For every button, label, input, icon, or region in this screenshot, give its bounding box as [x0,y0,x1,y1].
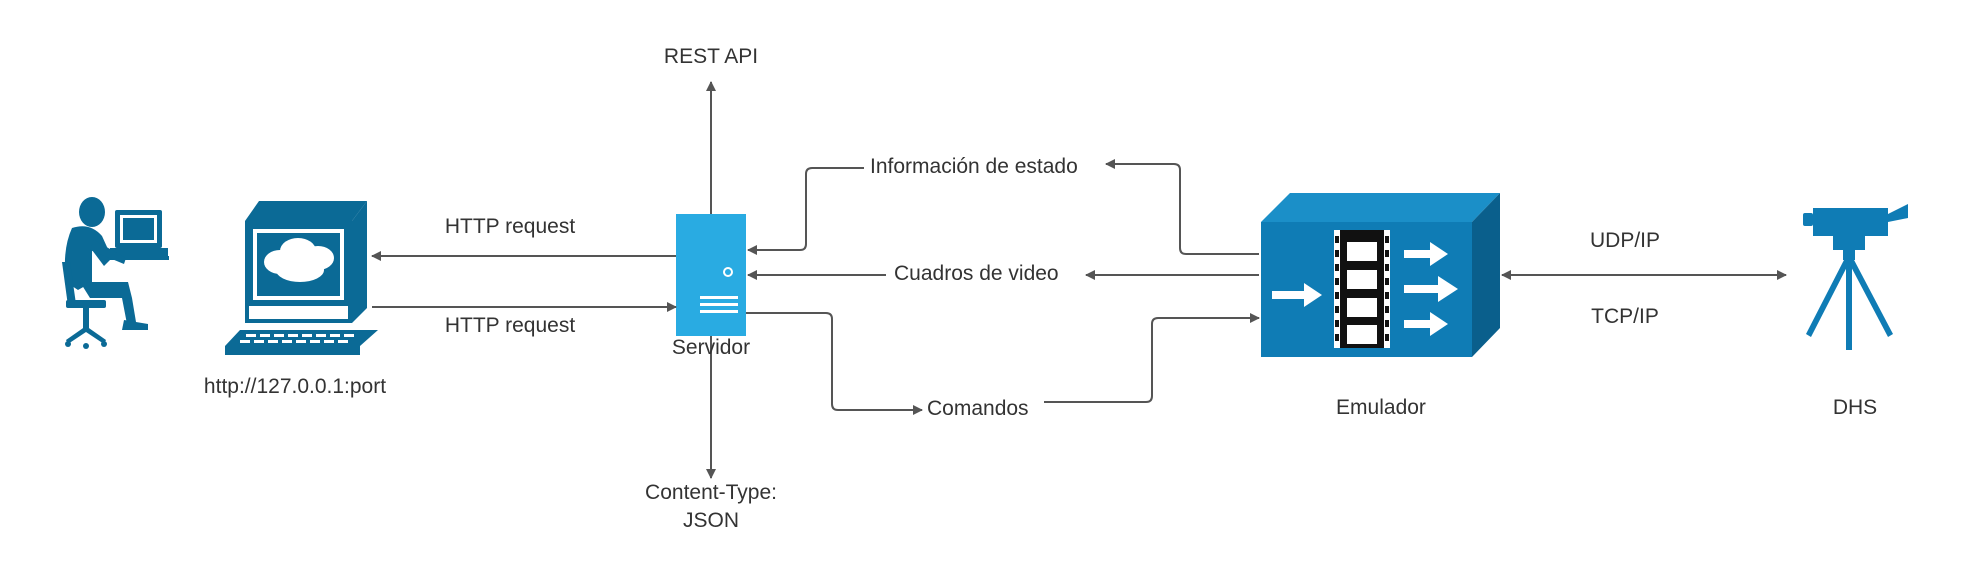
commands-label: Comandos [927,397,1029,420]
server-icon [676,214,746,336]
url-label: http://127.0.0.1:port [203,375,387,398]
status-info-label: Información de estado [870,155,1078,178]
connectors [371,81,1787,479]
dhs-label: DHS [1832,396,1878,419]
film-strip-icon [1334,230,1390,348]
video-frames-label: Cuadros de video [894,262,1059,285]
arrow-status-to-label [1105,159,1259,255]
computer-monitor-icon [225,201,378,355]
video-camera-icon [1803,204,1908,350]
servidor-label: Servidor [671,336,751,359]
http-request-top-label: HTTP request [444,215,576,238]
rest-api-label: REST API [663,45,759,68]
arrow-commands-to-label [746,312,923,415]
tcp-ip-label: TCP/IP [1591,305,1659,328]
udp-ip-label: UDP/IP [1589,229,1661,252]
arrow-status-to-server [747,167,864,255]
emulador-label: Emulador [1336,396,1426,419]
http-request-bottom-label: HTTP request [444,314,576,337]
content-type-label: Content-Type: [645,481,777,504]
content-type-json-label: JSON [682,509,740,532]
emulator-box-icon [1261,193,1500,357]
user-at-computer-icon [62,197,169,349]
arrow-commands-to-emulator [1044,313,1260,403]
